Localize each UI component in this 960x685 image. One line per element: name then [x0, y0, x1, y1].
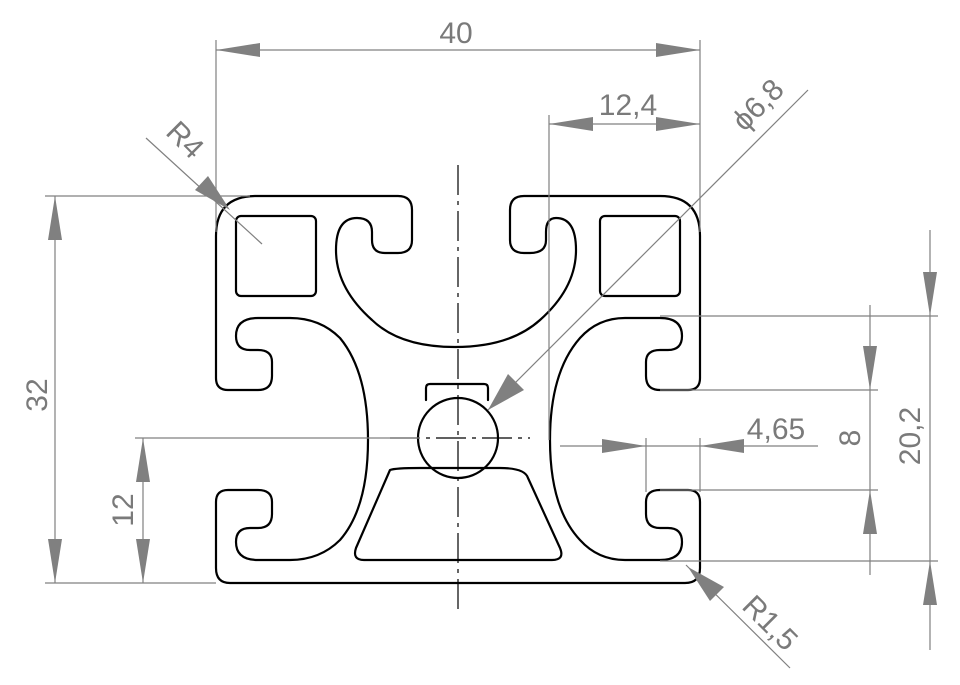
- arrow-8-top: [863, 346, 877, 390]
- dimension-4-65-label: 4,65: [747, 413, 805, 446]
- arrow-4-65-left: [602, 439, 646, 453]
- bore-keyway: [424, 382, 490, 402]
- arrow-12-top: [136, 438, 150, 482]
- arrow-40-left: [216, 43, 260, 57]
- leader-diameter: [487, 89, 809, 411]
- arrow-32-top: [48, 196, 62, 240]
- arrow-4-65-right: [700, 439, 744, 453]
- arrow-r1-5: [688, 567, 724, 601]
- arrow-20-2-bottom: [923, 561, 937, 605]
- cavity-top-left: [234, 214, 318, 298]
- arrow-32-bottom: [48, 539, 62, 583]
- dimension-12-4-label: 12,4: [599, 89, 657, 122]
- arrow-12-4-left: [549, 117, 593, 131]
- arrow-12-bottom: [136, 539, 150, 583]
- arrow-40-right: [656, 43, 700, 57]
- arrow-8-bottom: [863, 490, 877, 534]
- arrow-diameter: [488, 374, 524, 410]
- dimension-12-label: 12: [107, 493, 140, 526]
- dimension-20-2-label: 20,2: [894, 407, 927, 465]
- cavity-top-right: [598, 214, 682, 298]
- arrow-12-4-right: [656, 117, 700, 131]
- arrow-r4: [195, 176, 230, 210]
- dimension-diameter-label: ϕ6,8: [726, 73, 791, 138]
- dimension-8-label: 8: [834, 430, 867, 447]
- dimension-32-label: 32: [21, 378, 54, 411]
- profile-outer-contour: [214, 194, 702, 585]
- dimension-40-label: 40: [439, 17, 472, 50]
- arrow-20-2-top: [923, 272, 937, 316]
- cavity-bottom-inner: [353, 466, 563, 562]
